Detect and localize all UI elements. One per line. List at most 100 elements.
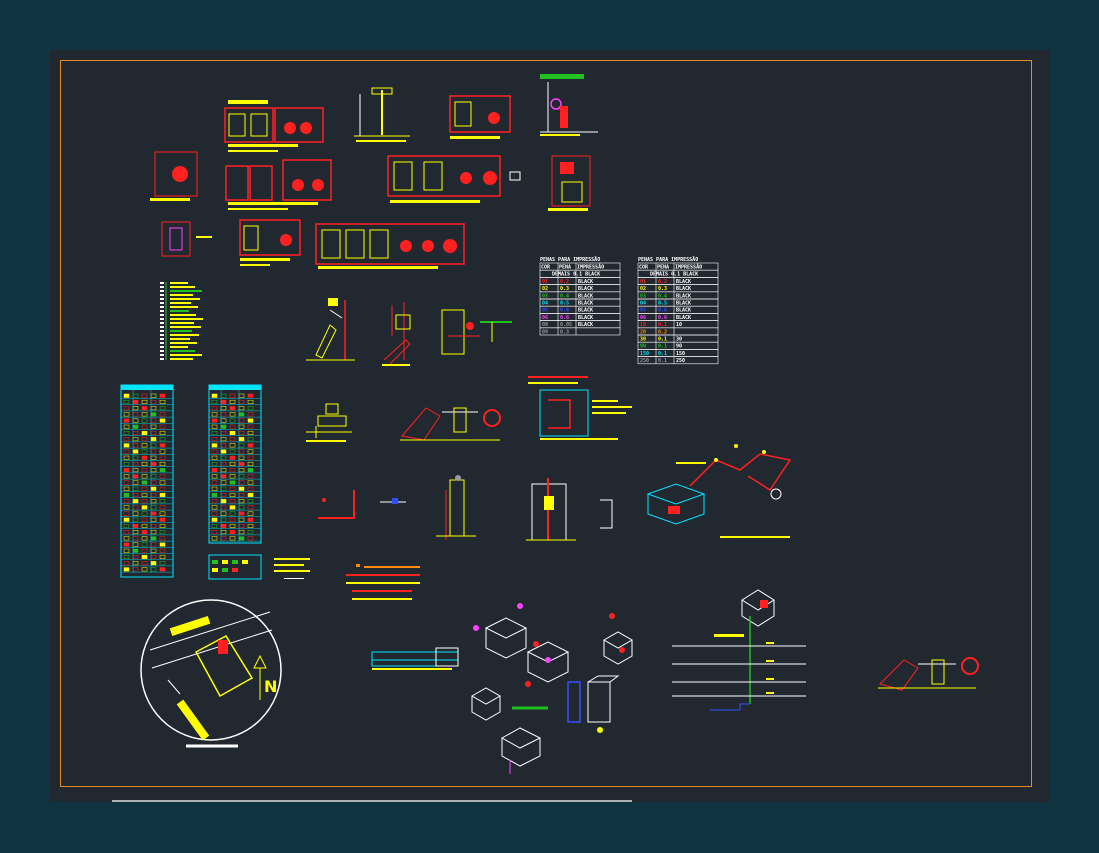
- symbol-cell: [141, 517, 148, 522]
- pen-table-cell: 150: [640, 351, 649, 357]
- symbol-cell: [132, 418, 139, 423]
- symbol-cell: [211, 424, 218, 429]
- symbol-cell: [123, 455, 130, 460]
- symbol-cell: [150, 480, 157, 485]
- pen-table-cell: 02: [542, 286, 548, 292]
- pen-table-cell: 06: [640, 315, 646, 321]
- symbol-cell: [141, 486, 148, 491]
- symbol-cell: [123, 437, 130, 442]
- symbol-cell: [150, 424, 157, 429]
- symbol-cell: [247, 455, 254, 460]
- symbol-cell: [247, 499, 254, 504]
- symbol-cell: [247, 418, 254, 423]
- legend-bullet: [160, 330, 164, 332]
- detail-stair-2: [400, 407, 501, 441]
- pen-table-cell: 0.6: [560, 315, 569, 321]
- symbol-table-3: [208, 554, 310, 580]
- symbol-cell: [159, 511, 166, 516]
- symbol-cell: [229, 499, 236, 504]
- key-plan-circle: [140, 599, 282, 748]
- pen-table-cell: 04: [542, 301, 548, 307]
- symbol-cell: [150, 554, 157, 559]
- legend-line: [170, 306, 198, 308]
- symbol-cell: [123, 474, 130, 479]
- symbol-cell: [229, 406, 236, 411]
- symbol-cell: [150, 461, 157, 466]
- symbol-cell: [123, 406, 130, 411]
- symbol-cell: [132, 449, 139, 454]
- legend-bullet: [160, 286, 164, 288]
- symbol-cell: [220, 486, 227, 491]
- symbol-cell: [150, 406, 157, 411]
- symbol-cell: [247, 511, 254, 516]
- pen-table-cell: 30: [676, 337, 682, 343]
- pen-table-cell: BLACK: [676, 286, 691, 292]
- horizontal-scrollbar[interactable]: [112, 800, 632, 802]
- legend-line: [170, 310, 189, 312]
- symbol-cell: [159, 554, 166, 559]
- symbol-cell: [220, 399, 227, 404]
- symbol-cell: [229, 505, 236, 510]
- symbol-cell: [132, 536, 139, 541]
- symbol-cell: [247, 474, 254, 479]
- legend-bullet: [160, 318, 164, 320]
- symbol-cell: [123, 561, 130, 566]
- pen-table-cell: 0.2: [560, 279, 569, 285]
- symbol-cell: [238, 455, 245, 460]
- detail-bracket: [600, 499, 613, 529]
- pen-table-cell: BLACK: [578, 322, 593, 328]
- symbol-cell: [211, 480, 218, 485]
- pen-table-cell: 0.6: [658, 315, 667, 321]
- symbol-cell: [238, 399, 245, 404]
- pen-table-cell: 04: [640, 301, 646, 307]
- legend-line: [170, 338, 190, 340]
- symbol-cell: [141, 548, 148, 553]
- symbol-cell: [150, 393, 157, 398]
- symbol-cell: [238, 530, 245, 535]
- symbol-cell: [132, 393, 139, 398]
- symbol-table-1: [120, 384, 174, 578]
- legend-line: [170, 286, 195, 288]
- pen-table-cell: BLACK: [676, 293, 691, 299]
- symbol-cell: [220, 536, 227, 541]
- legend-bullet: [160, 282, 164, 284]
- symbol-cell: [132, 486, 139, 491]
- legend-line: [170, 318, 203, 320]
- symbol-cell: [141, 461, 148, 466]
- pen-table-cell: 0.1: [658, 351, 667, 357]
- symbol-cell: [150, 449, 157, 454]
- pen-table-header: PENA: [657, 265, 669, 271]
- symbol-cell: [229, 486, 236, 491]
- symbol-cell: [159, 505, 166, 510]
- symbol-cell: [238, 474, 245, 479]
- pen-table-header: COR: [639, 265, 649, 271]
- symbol-cell: [229, 443, 236, 448]
- symbol-cell: [132, 548, 139, 553]
- legend-line: [170, 330, 192, 332]
- symbol-cell: [211, 393, 218, 398]
- pen-table-cell: 0.1: [658, 358, 667, 364]
- symbol-cell: [229, 393, 236, 398]
- sheet-border-frame: [60, 60, 1032, 787]
- symbol-cell: [159, 530, 166, 535]
- legend-line: [170, 326, 201, 328]
- symbol-cell: [247, 461, 254, 466]
- iso-cluster-3: [470, 675, 620, 733]
- symbol-cell: [123, 554, 130, 559]
- section-right-top: [548, 155, 591, 211]
- legend-line: [170, 354, 202, 356]
- symbol-cell: [132, 399, 139, 404]
- legend-line: [170, 298, 200, 300]
- pen-table-header: COR: [541, 265, 551, 271]
- symbol-cell: [211, 530, 218, 535]
- symbol-cell: [141, 418, 148, 423]
- legend-line: [170, 302, 191, 304]
- symbol-cell: [150, 474, 157, 479]
- symbol-cell: [247, 437, 254, 442]
- symbol-cell: [247, 393, 254, 398]
- symbol-cell: [141, 567, 148, 572]
- symbol-cell: [229, 530, 236, 535]
- symbol-cell: [159, 567, 166, 572]
- symbol-cell: [132, 424, 139, 429]
